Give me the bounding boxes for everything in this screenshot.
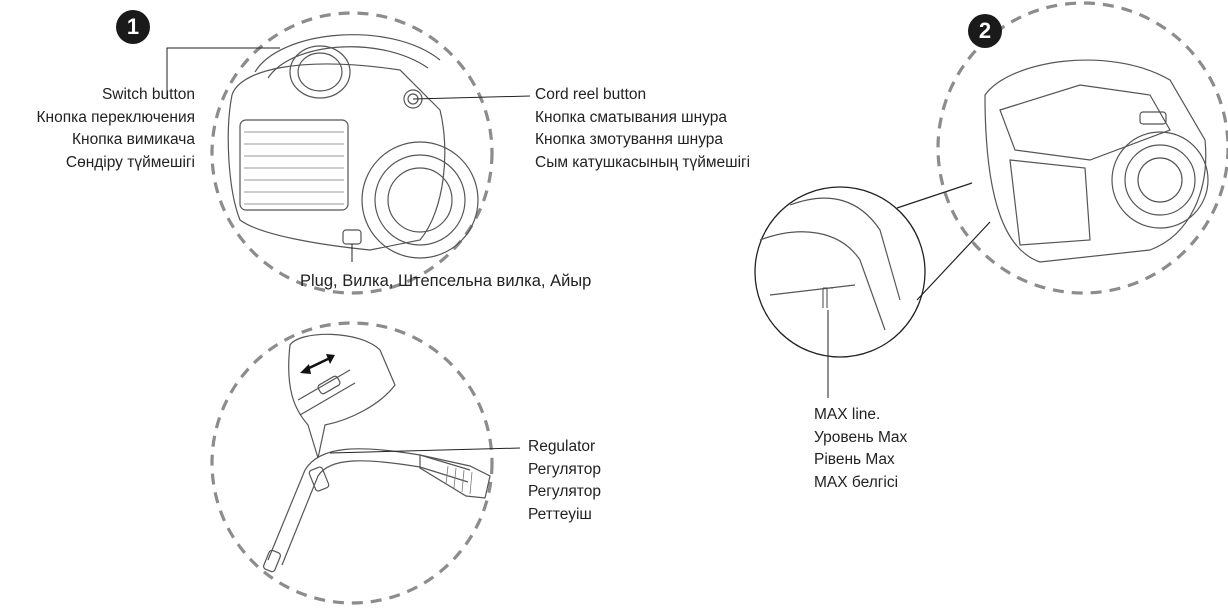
cord-reel-leader [412, 95, 531, 100]
regulator-leader [329, 447, 521, 454]
switch-button-leader [166, 47, 280, 96]
step-badge-2: 2 [968, 14, 1002, 48]
regulator-label: Regulator Регулятор Регулятор Реттеуіш [528, 438, 601, 523]
hose-handle-illustration [210, 321, 494, 605]
max-line-label: MAX line. Уровень Max Рівень Max MAX бел… [814, 406, 908, 491]
switch-button-label: Switch button Кнопка переключения Кнопка… [36, 86, 196, 171]
step-badge-1: 1 [116, 10, 150, 44]
plug-label: Plug, Вилка, Штепсельна вилка, Айыр [300, 272, 592, 290]
vacuum-body-dashed-circle [210, 11, 494, 295]
cord-reel-button-label: Cord reel button Кнопка сматывания шнура… [535, 86, 751, 171]
hose-handle-dashed-circle [210, 321, 494, 605]
max-line-zoom [754, 182, 991, 358]
dust-container-illustration [936, 1, 1228, 295]
